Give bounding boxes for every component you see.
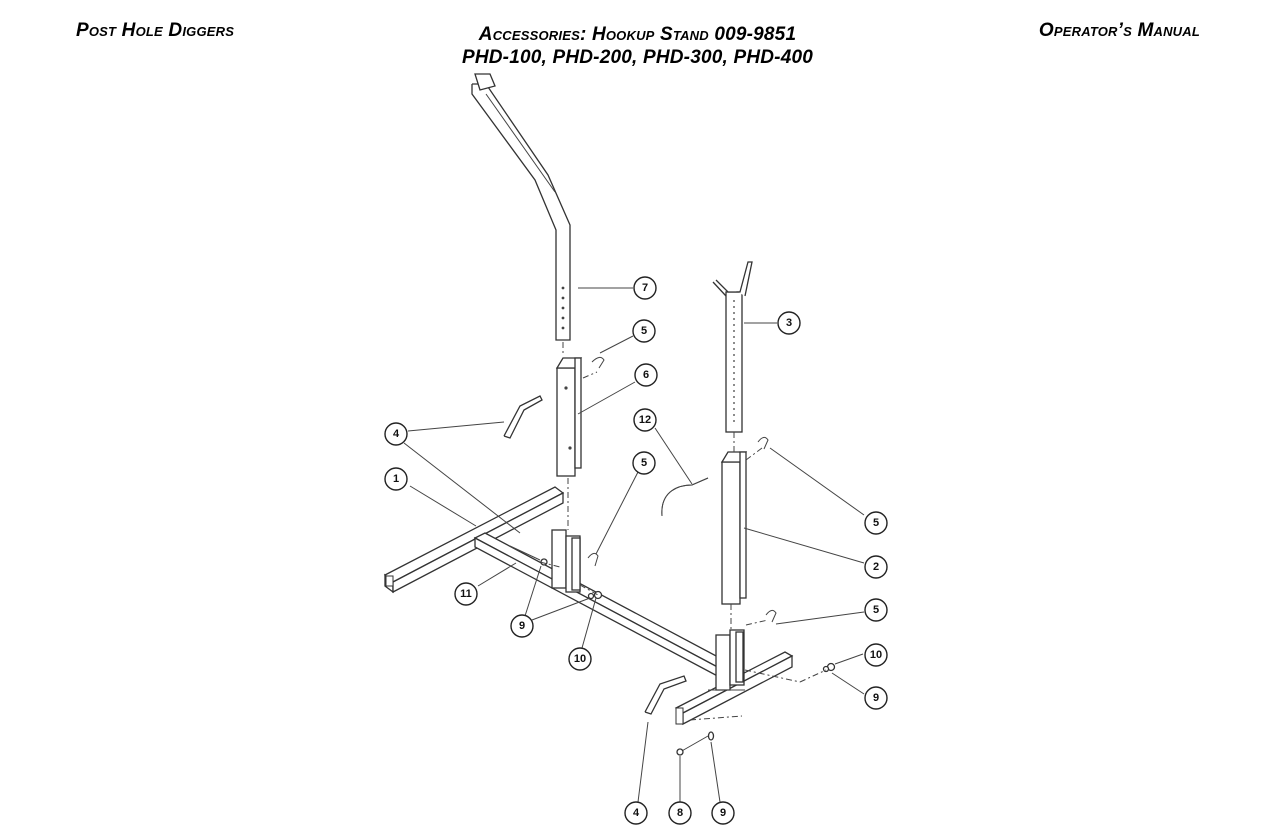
svg-text:5: 5 [641, 457, 647, 469]
callout-11: 11 [454, 582, 478, 606]
svg-text:8: 8 [677, 807, 683, 819]
tube-2 [720, 451, 748, 605]
callout-9-left: 9 [510, 614, 534, 638]
svg-text:4: 4 [633, 807, 640, 819]
callout-5-right-lower: 5 [864, 598, 888, 622]
svg-text:11: 11 [460, 588, 472, 600]
svg-text:3: 3 [786, 317, 792, 329]
callout-5-right-upper: 5 [864, 511, 888, 535]
tube-6 [555, 357, 583, 477]
callout-6: 6 [634, 363, 658, 387]
assembly-lines [539, 342, 827, 721]
svg-text:9: 9 [873, 692, 879, 704]
header-left-title: Post Hole Diggers [76, 20, 235, 41]
svg-text:4: 4 [393, 428, 400, 440]
svg-text:9: 9 [519, 620, 525, 632]
callout-10-right: 10 [864, 643, 888, 667]
svg-text:10: 10 [574, 653, 586, 665]
callout-7: 7 [633, 276, 657, 300]
callout-2: 2 [864, 555, 888, 579]
header-right-title: Operator’s Manual [1038, 20, 1200, 41]
callout-5-middle: 5 [632, 451, 656, 475]
callout-5-top: 5 [632, 319, 656, 343]
svg-text:1: 1 [393, 473, 399, 485]
svg-text:5: 5 [873, 604, 879, 616]
callout-10-left: 10 [568, 647, 592, 671]
svg-text:2: 2 [873, 561, 879, 573]
leader-lines [403, 287, 865, 803]
header-center-title: Accessories: Hookup Stand 009-9851 PHD-1… [0, 23, 1275, 69]
svg-text:10: 10 [870, 649, 882, 661]
post-3 [712, 261, 753, 433]
callout-8: 8 [668, 801, 692, 825]
header-center-line2: PHD-100, PHD-200, PHD-300, PHD-400 [461, 47, 814, 68]
svg-text:5: 5 [641, 325, 647, 337]
svg-text:5: 5 [873, 517, 879, 529]
svg-text:6: 6 [643, 369, 649, 381]
svg-text:9: 9 [720, 807, 726, 819]
header-center-line1: Accessories: Hookup Stand 009-9851 [478, 24, 797, 45]
post-7 [471, 73, 571, 341]
callout-9-bottom: 9 [711, 801, 735, 825]
callout-3: 3 [777, 311, 801, 335]
svg-text:12: 12 [639, 414, 651, 426]
callout-4-upper: 4 [384, 422, 408, 446]
callout-4-lower: 4 [624, 801, 648, 825]
svg-text:7: 7 [642, 282, 648, 294]
hardware [503, 356, 836, 756]
callout-12: 12 [633, 408, 657, 432]
callout-1: 1 [384, 467, 408, 491]
callout-9-right: 9 [864, 686, 888, 710]
